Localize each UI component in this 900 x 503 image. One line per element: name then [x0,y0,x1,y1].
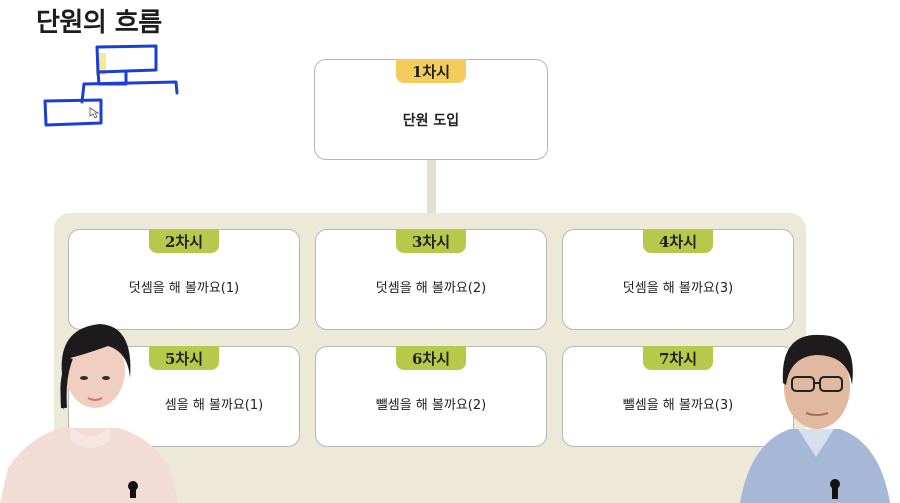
lesson-badge: 7차시 [643,346,713,370]
lesson-label: 뺄셈을 해 볼까요(3) [622,398,734,413]
lesson-card-7[interactable]: 7차시 뺄셈을 해 볼까요(3) [562,346,794,447]
lesson-label: 셈을 해 볼까요(1) [164,398,264,413]
presenter-video-right [740,334,890,503]
lesson-card-6[interactable]: 6차시 뺄셈을 해 볼까요(2) [315,346,547,447]
lesson-card-5[interactable]: 5차시 셈을 해 볼까요(1) [68,346,300,447]
lesson-badge: 6차시 [396,346,466,370]
lesson-label: 뺄셈을 해 볼까요(2) [375,398,487,413]
lesson-label: 덧셈을 해 볼까요(2) [375,281,487,296]
presenter-video-left [0,324,178,503]
lesson-label: 덧셈을 해 볼까요(1) [128,281,240,296]
lesson-card-4[interactable]: 4차시 덧셈을 해 볼까요(3) [562,229,794,330]
lesson-card-3[interactable]: 3차시 덧셈을 해 볼까요(2) [315,229,547,330]
lesson-label: 덧셈을 해 볼까요(3) [622,281,734,296]
tree-connector-top [427,159,436,215]
pen-annotation [43,44,179,127]
lesson-badge: 2차시 [149,229,219,253]
lesson-badge: 1차시 [396,59,466,83]
page-title: 단원의 흐름 [36,8,162,38]
lesson-label: 단원 도입 [402,112,460,129]
lesson-badge: 5차시 [149,346,219,370]
lesson-badge: 3차시 [396,229,466,253]
lesson-card-root[interactable]: 1차시 단원 도입 [314,59,548,160]
lesson-badge: 4차시 [643,229,713,253]
lesson-card-2[interactable]: 2차시 덧셈을 해 볼까요(1) [68,229,300,330]
